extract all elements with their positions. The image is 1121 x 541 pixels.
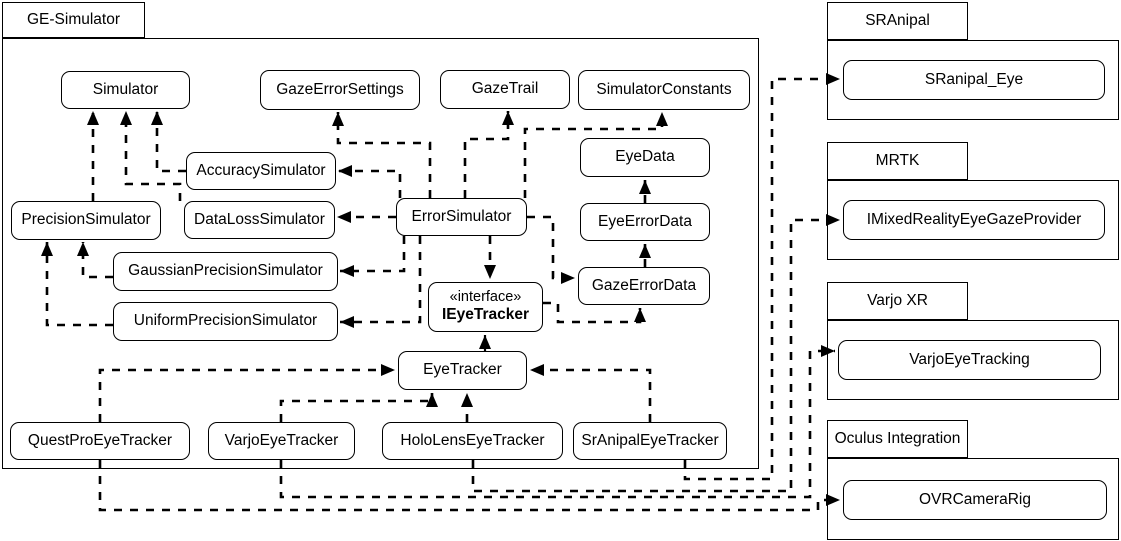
class-box-eye-data: EyeData xyxy=(580,138,710,177)
class-name-label: VarjoEyeTracking xyxy=(909,350,1030,368)
package-label: GE-Simulator xyxy=(26,11,121,28)
package-tab-mrtk: MRTK xyxy=(827,142,968,180)
class-name-label: Simulator xyxy=(92,80,159,98)
class-box-gaze-error-data: GazeErrorData xyxy=(578,267,710,305)
edge-varjo-to-eyetracker xyxy=(279,393,438,422)
edge-error-to-gazeerrorsettings xyxy=(332,112,432,198)
edge-accuracy-to-simulator xyxy=(151,111,186,173)
class-box-simulator: Simulator xyxy=(61,71,190,109)
class-box-gaze-trail: GazeTrail xyxy=(440,70,570,109)
edge-error-to-gaussian xyxy=(340,236,406,277)
class-name-label: GaussianPrecisionSimulator xyxy=(128,262,323,280)
class-box-gaze-error-settings: GazeErrorSettings xyxy=(260,70,420,110)
package-tab-varjo-xr: Varjo XR xyxy=(827,282,968,320)
class-name-label: GazeErrorData xyxy=(591,276,697,294)
class-name-label: GazeTrail xyxy=(471,80,539,98)
class-box-questpro-eye-tracker: QuestProEyeTracker xyxy=(10,422,190,460)
class-name-label: QuestProEyeTracker xyxy=(27,431,173,449)
class-box-eye-tracker: EyeTracker xyxy=(398,351,527,390)
edge-questpro-to-eyetracker xyxy=(98,364,395,422)
edge-error-to-simulatorconstants xyxy=(523,112,668,198)
class-box-varjo-eye-tracking: VarjoEyeTracking xyxy=(838,340,1101,380)
package-tab-sranipal: SRAnipal xyxy=(827,2,968,40)
package-tab-oculus-integration: Oculus Integration xyxy=(827,420,968,458)
class-name-label: HoloLensEyeTracker xyxy=(400,431,545,449)
edge-dataloss-to-simulator xyxy=(120,111,182,201)
class-name-label: SRanipal_Eye xyxy=(924,70,1024,88)
package-label: MRTK xyxy=(875,152,920,169)
edge-uniform-to-precision xyxy=(41,242,113,327)
package-label: Oculus Integration xyxy=(834,430,961,447)
edge-varjotracker-to-varjoeyetracking xyxy=(279,345,835,499)
class-box-simulator-constants: SimulatorConstants xyxy=(578,70,750,110)
edge-sranipaltracker-to-sranipaleye xyxy=(683,73,840,481)
class-box-error-simulator: ErrorSimulator xyxy=(396,198,527,236)
edge-error-to-uniform xyxy=(340,236,422,328)
class-box-eye-error-data: EyeErrorData xyxy=(580,203,710,241)
edge-gaussian-to-precision xyxy=(77,242,113,279)
class-box-ieye-tracker: «interface»IEyeTracker xyxy=(428,282,543,332)
class-name-label: GazeErrorSettings xyxy=(276,80,404,98)
class-name-label: IMixedRealityEyeGazeProvider xyxy=(866,210,1082,228)
class-name-label: AccuracySimulator xyxy=(196,161,326,179)
class-box-accuracy-simulator: AccuracySimulator xyxy=(186,152,336,190)
class-name-label: DataLossSimulator xyxy=(194,210,325,228)
class-box-varjo-eye-tracker: VarjoEyeTracker xyxy=(208,422,355,460)
edge-error-to-gazeerrordata xyxy=(527,215,575,284)
class-name-label: OVRCameraRig xyxy=(919,490,1031,508)
class-name-label: EyeTracker xyxy=(423,361,502,379)
class-name-label: IEyeTracker xyxy=(441,306,530,324)
class-name-label: PrecisionSimulator xyxy=(21,211,151,229)
edge-hololens-to-mrtk xyxy=(471,214,840,493)
class-box-imixedreality-eyegaze-provider: IMixedRealityEyeGazeProvider xyxy=(843,200,1105,240)
edge-error-to-accuracy xyxy=(338,165,402,198)
edge-sranipaltracker-to-eyetracker xyxy=(530,364,652,422)
class-box-hololens-eye-tracker: HoloLensEyeTracker xyxy=(382,422,563,460)
class-name-label: SimulatorConstants xyxy=(596,80,732,98)
class-name-label: VarjoEyeTracker xyxy=(224,431,339,449)
class-name-label: EyeErrorData xyxy=(598,212,692,230)
edge-questpro-to-ovrcamerarig xyxy=(98,460,840,512)
class-name-label: EyeData xyxy=(615,148,675,166)
package-tab-ge-simulator: GE-Simulator xyxy=(2,2,145,38)
class-box-dataloss-simulator: DataLossSimulator xyxy=(184,201,335,239)
class-box-sranipal-eye-tracker: SrAnipalEyeTracker xyxy=(573,422,727,460)
class-box-uniform-precision-simulator: UniformPrecisionSimulator xyxy=(113,302,338,341)
class-name-label: ErrorSimulator xyxy=(411,207,512,225)
class-box-precision-simulator: PrecisionSimulator xyxy=(11,201,161,240)
stereotype-label: «interface» xyxy=(449,289,522,305)
package-label: SRAnipal xyxy=(865,12,930,29)
class-name-label: SrAnipalEyeTracker xyxy=(581,431,719,449)
edge-ieyetracker-to-gazeerrordata xyxy=(543,301,646,324)
edge-error-to-gazetrail xyxy=(463,111,514,198)
class-box-gaussian-precision-simulator: GaussianPrecisionSimulator xyxy=(113,252,338,291)
package-label: Varjo XR xyxy=(867,292,928,309)
class-name-label: UniformPrecisionSimulator xyxy=(133,312,318,330)
class-box-ovr-camera-rig: OVRCameraRig xyxy=(843,480,1107,520)
class-box-sranipal-eye: SRanipal_Eye xyxy=(843,60,1105,100)
